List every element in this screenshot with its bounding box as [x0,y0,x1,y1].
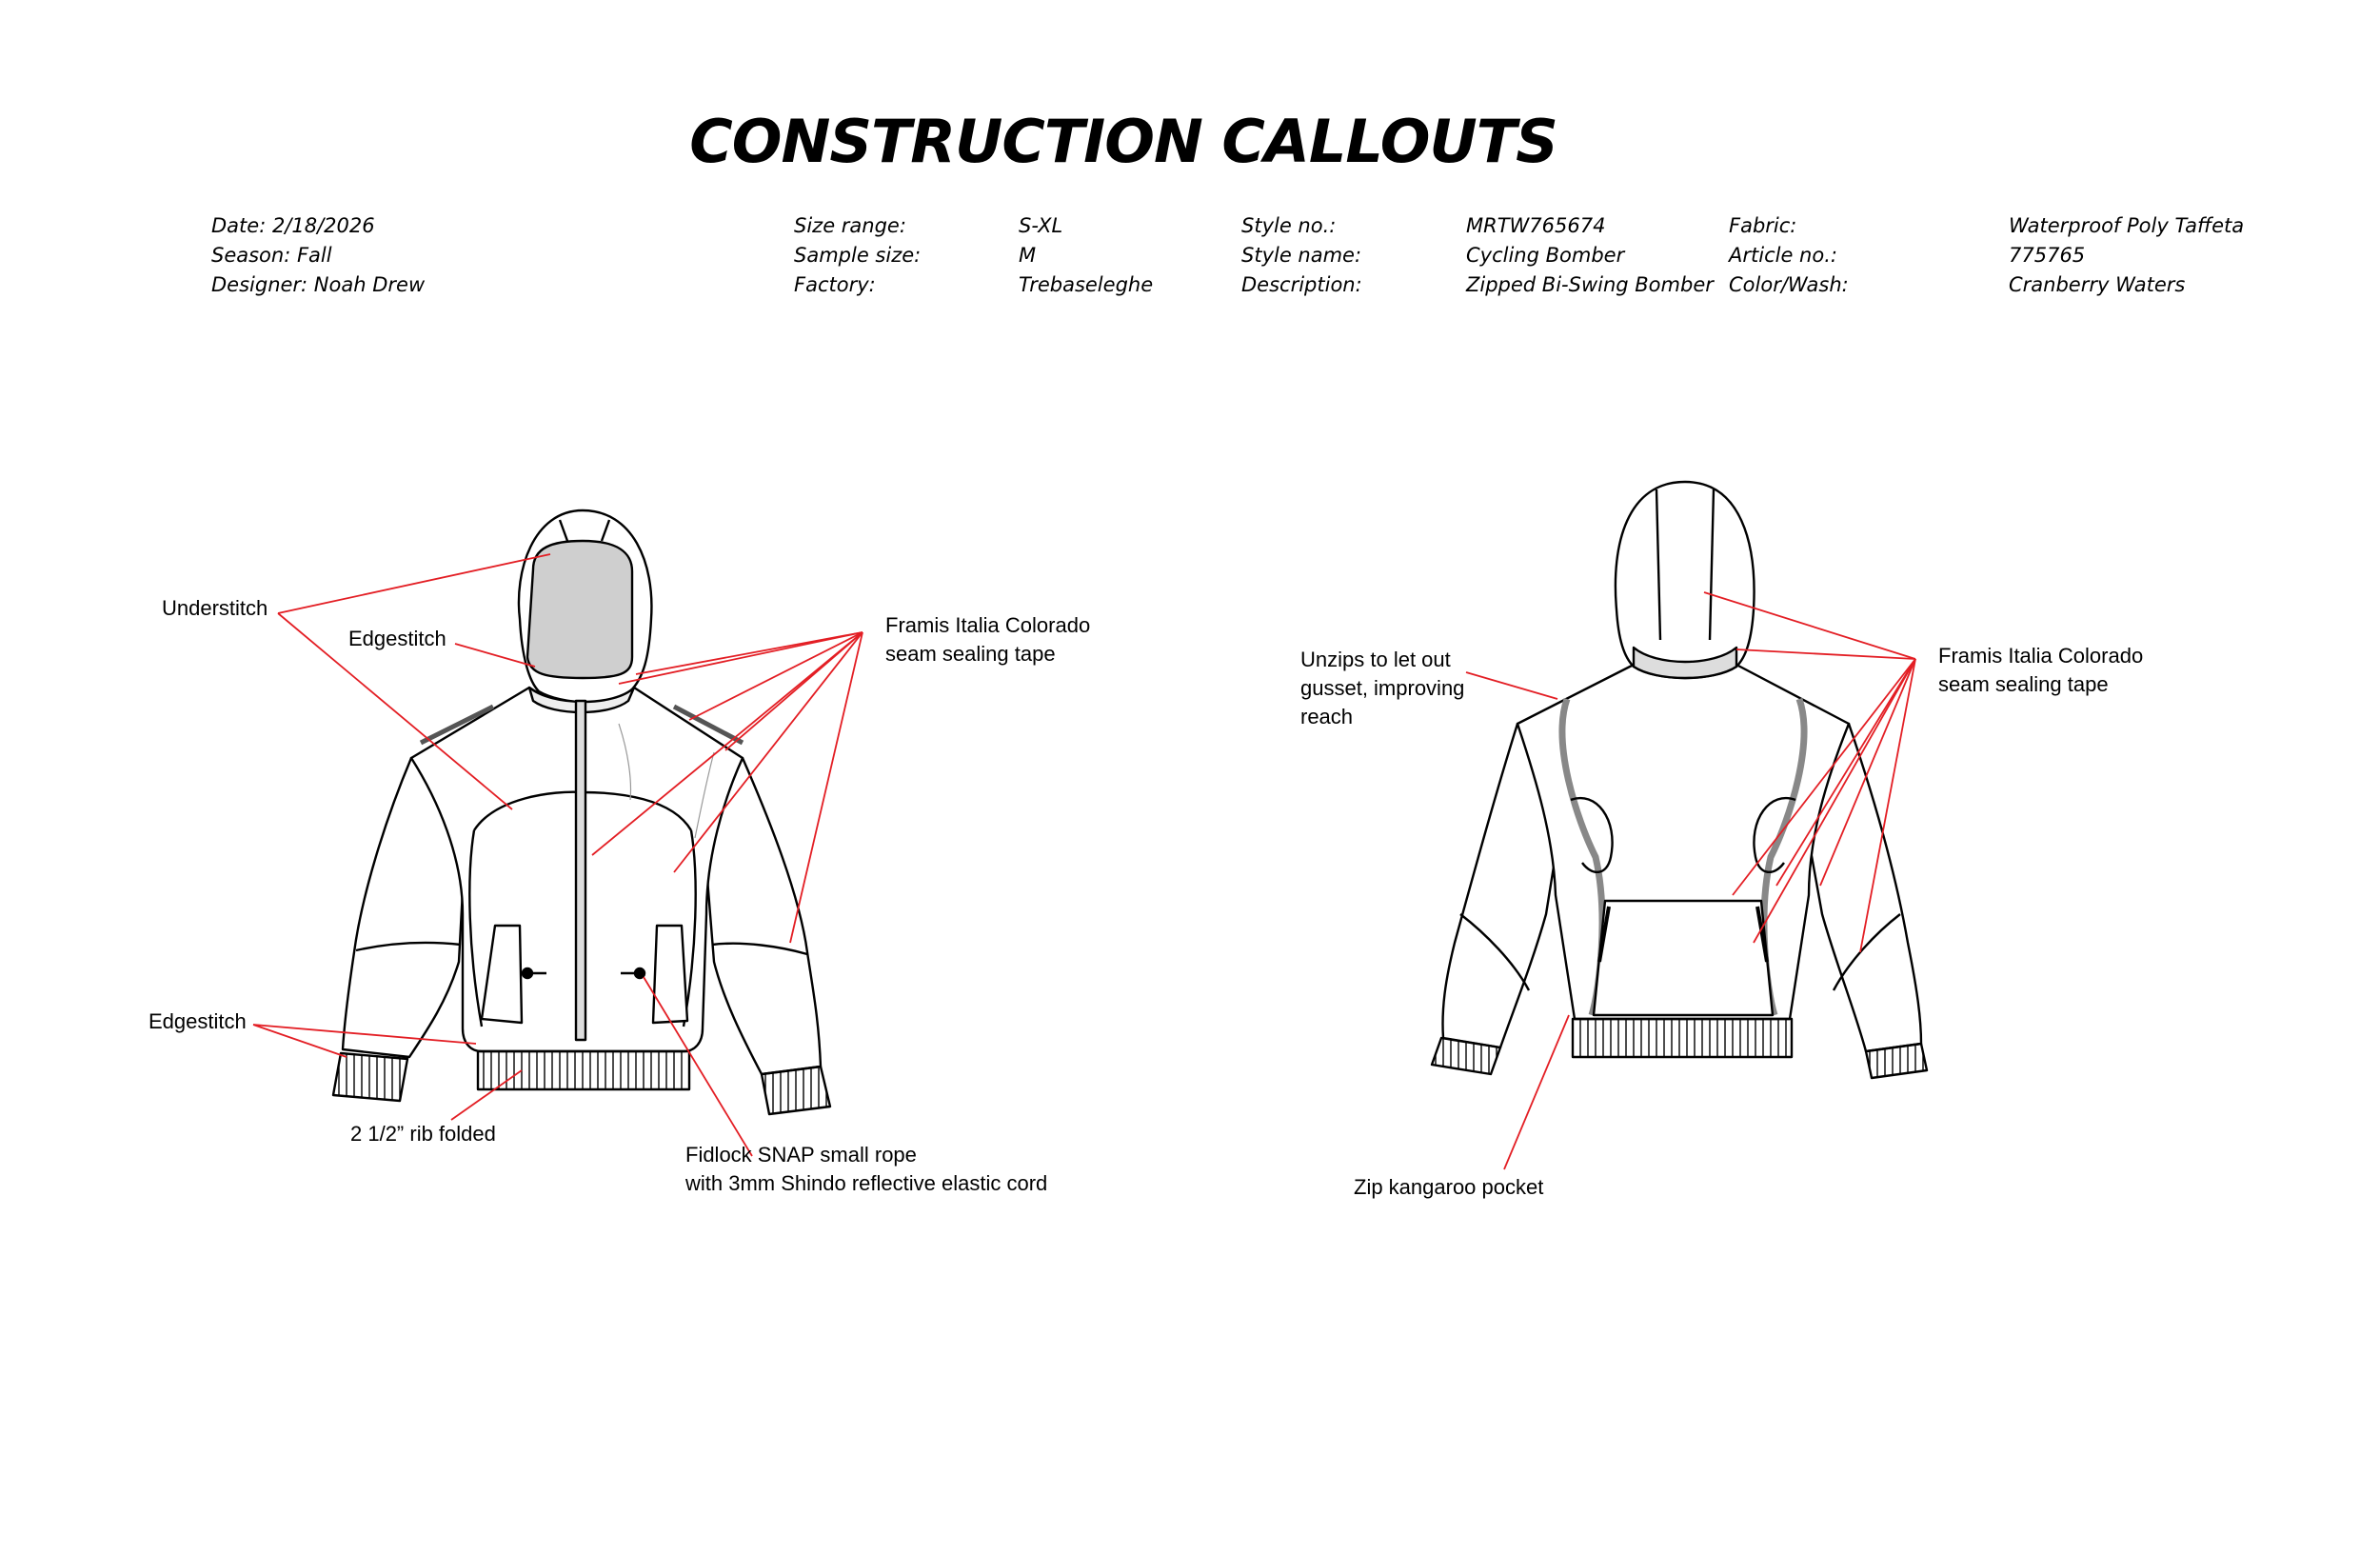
spec-col-fabric-values: Waterproof Poly Taffeta 775765 Cranberry… [2009,211,2244,300]
callout-line: with 3mm Shindo reflective elastic cord [685,1171,1048,1195]
spec-label: Description: [1241,273,1362,296]
back-right-sleeve [1803,722,1923,1053]
spec-label: Size range: [794,214,906,237]
spec-label: Style name: [1241,244,1362,267]
spec-style-no: MRTW765674 [1466,214,1606,237]
spec-fabric: Waterproof Poly Taffeta [2009,214,2245,237]
front-hood-lining [526,539,634,680]
tape-leader [1732,658,1916,896]
tape-leader [673,631,863,873]
front-left-sleeve [341,756,468,1059]
callout-seam-tape-front: Framis Italia Colorado seam sealing tape [885,611,1090,668]
spec-col-general: Date: 2/18/2026 Season: Fall Designer: N… [211,211,425,300]
callout-line: Fidlock SNAP small rope [685,1143,917,1167]
front-right-sleeve [701,756,823,1076]
spec-size-range: S-XL [1019,214,1063,237]
front-callout-lines [252,553,863,1157]
spec-date: Date: 2/18/2026 [211,214,375,237]
tape-leader [1753,658,1916,944]
spec-season: Season: Fall [211,244,332,267]
understitch-leader [277,553,551,614]
tape-leader [688,631,863,721]
callout-kangaroo-pocket: Zip kangaroo pocket [1354,1175,1544,1199]
callout-line: seam sealing tape [885,642,1056,666]
spec-col-style-values: MRTW765674 Cycling Bomber Zipped Bi-Swin… [1466,211,1714,300]
callout-seam-tape-back: Framis Italia Colorado seam sealing tape [1938,642,2143,699]
spec-color-wash: Cranberry Waters [2009,273,2186,296]
callout-line: Framis Italia Colorado [1938,644,2144,668]
fidlock-leader [643,976,753,1157]
tape-leader [1819,658,1916,887]
pocket-leader [1503,1014,1570,1170]
back-callout-lines [1465,591,1916,1170]
callout-unzip-gusset: Unzips to let out gusset, improving reac… [1300,646,1464,731]
callout-line: Framis Italia Colorado [885,613,1091,637]
spec-label: Sample size: [794,244,922,267]
tape-leader [1775,658,1916,887]
front-jacket-flat [331,509,832,1116]
tape-leader [1859,658,1916,953]
callout-understitch: Understitch [162,596,268,620]
edgestitch-leader [454,643,536,668]
callout-line: Unzips to let out [1300,648,1451,671]
tape-leader [591,631,863,856]
spec-label: Fabric: [1729,214,1797,237]
spec-label: Factory: [794,273,876,296]
spec-sample-size: M [1019,244,1037,267]
edgestitch-leader [252,1024,477,1045]
unzip-leader [1465,671,1558,700]
back-jacket-flat [1430,480,1929,1080]
tape-leader [618,631,863,685]
spec-style-name: Cycling Bomber [1466,244,1625,267]
back-left-sleeve [1441,722,1563,1049]
spec-label: Color/Wash: [1729,273,1849,296]
rib-leader [450,1069,523,1121]
callout-line: reach [1300,705,1354,728]
understitch-leader [277,612,513,810]
edgestitch-leader [252,1024,347,1058]
spec-label: Style no.: [1241,214,1337,237]
callout-edgestitch-top: Edgestitch [348,627,446,650]
callout-line: gusset, improving [1300,676,1465,700]
spec-label: Article no.: [1729,244,1837,267]
spec-col-style-labels: Style no.: Style name: Description: [1241,211,1362,300]
spec-col-size-values: S-XL M Trebaseleghe [1019,211,1153,300]
spec-article-no: 775765 [2009,244,2086,267]
tape-leader [635,631,863,675]
tape-leader [1735,648,1916,660]
callout-rib: 2 1/2” rib folded [350,1122,496,1146]
callout-edgestitch-bottom: Edgestitch [149,1009,247,1033]
spec-designer: Designer: Noah Drew [211,273,426,296]
callout-line: seam sealing tape [1938,672,2109,696]
callout-fidlock: Fidlock SNAP small rope with 3mm Shindo … [685,1141,1047,1198]
spec-col-size-labels: Size range: Sample size: Factory: [794,211,921,300]
spec-description: Zipped Bi-Swing Bomber [1466,273,1714,296]
page-title: CONSTRUCTION CALLOUTS [689,107,1557,176]
spec-col-fabric-labels: Fabric: Article no.: Color/Wash: [1729,211,1849,300]
spec-factory: Trebaseleghe [1019,273,1154,296]
tape-leader [1703,591,1916,660]
tape-leader [789,631,863,944]
